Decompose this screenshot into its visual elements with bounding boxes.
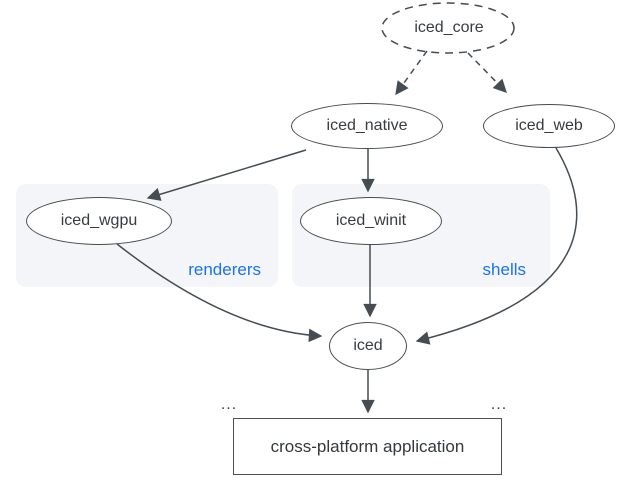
node-iced-core-outline <box>381 2 515 54</box>
node-cross-platform-application: cross-platform application <box>233 418 502 475</box>
node-iced-web: iced_web <box>483 104 615 148</box>
group-label-renderers: renderers <box>188 260 261 279</box>
shells-ellipsis: ... <box>490 396 508 413</box>
node-iced-winit: iced_winit <box>300 197 442 245</box>
node-iced-wgpu-label: iced_wgpu <box>60 212 138 229</box>
group-label-shells: shells <box>482 260 526 279</box>
edge-iced-native-to-iced-wgpu <box>146 149 307 201</box>
edge-iced-core-to-iced-native <box>395 50 428 96</box>
node-iced-core-label: iced_core <box>414 19 484 36</box>
node-iced: iced <box>329 322 407 370</box>
renderers-ellipsis: ... <box>220 396 238 413</box>
node-iced-native: iced_native <box>291 103 443 149</box>
node-iced-web-label: iced_web <box>515 117 583 134</box>
edge-iced-wgpu-to-iced <box>116 243 323 343</box>
edge-iced-web-to-iced <box>415 147 578 345</box>
node-iced-wgpu: iced_wgpu <box>26 197 172 245</box>
edge-iced-core-to-iced-web <box>467 52 507 93</box>
node-cross-platform-application-label: cross-platform application <box>270 436 465 456</box>
node-iced-winit-label: iced_winit <box>335 212 407 229</box>
node-iced-native-label: iced_native <box>326 117 408 134</box>
node-iced-core: iced_core <box>382 3 516 53</box>
node-iced-label: iced <box>353 337 383 354</box>
